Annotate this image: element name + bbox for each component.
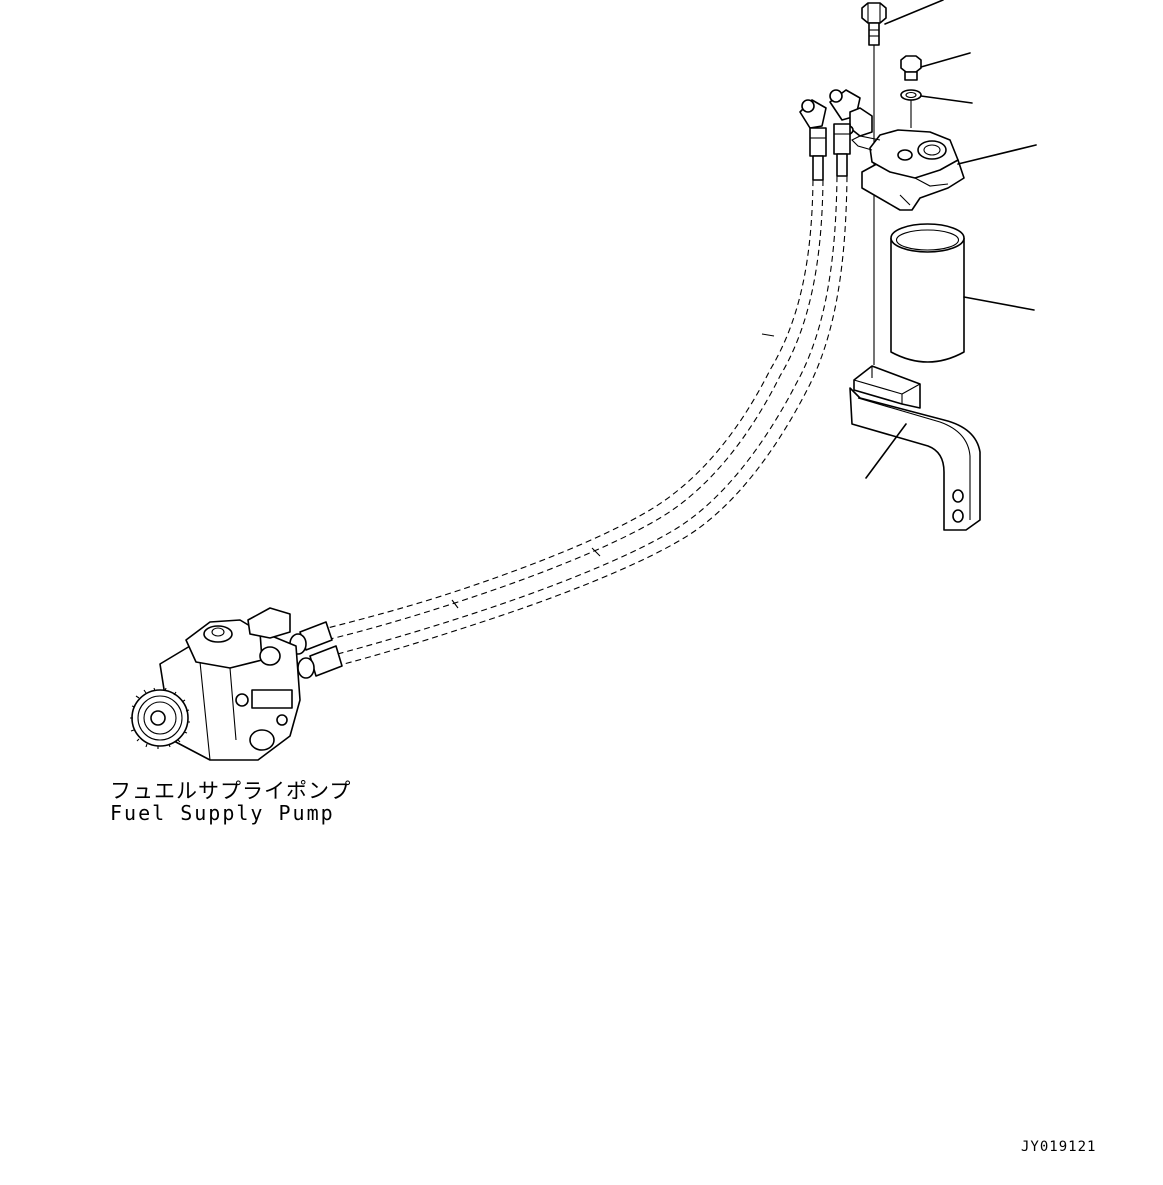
plug xyxy=(900,52,971,81)
filter-cartridge xyxy=(890,223,1035,363)
drawing-code: JY019121 xyxy=(1021,1139,1097,1155)
bolt xyxy=(861,0,944,365)
washer xyxy=(900,89,973,128)
pump-label-english: Fuel Supply Pump xyxy=(110,801,335,825)
fuel-supply-pump xyxy=(130,607,301,761)
filter-head xyxy=(851,129,1037,211)
fuel-hose-pair xyxy=(289,89,873,679)
bracket xyxy=(849,365,981,531)
pump-label-japanese: フュエルサプライポンプ xyxy=(110,779,352,803)
